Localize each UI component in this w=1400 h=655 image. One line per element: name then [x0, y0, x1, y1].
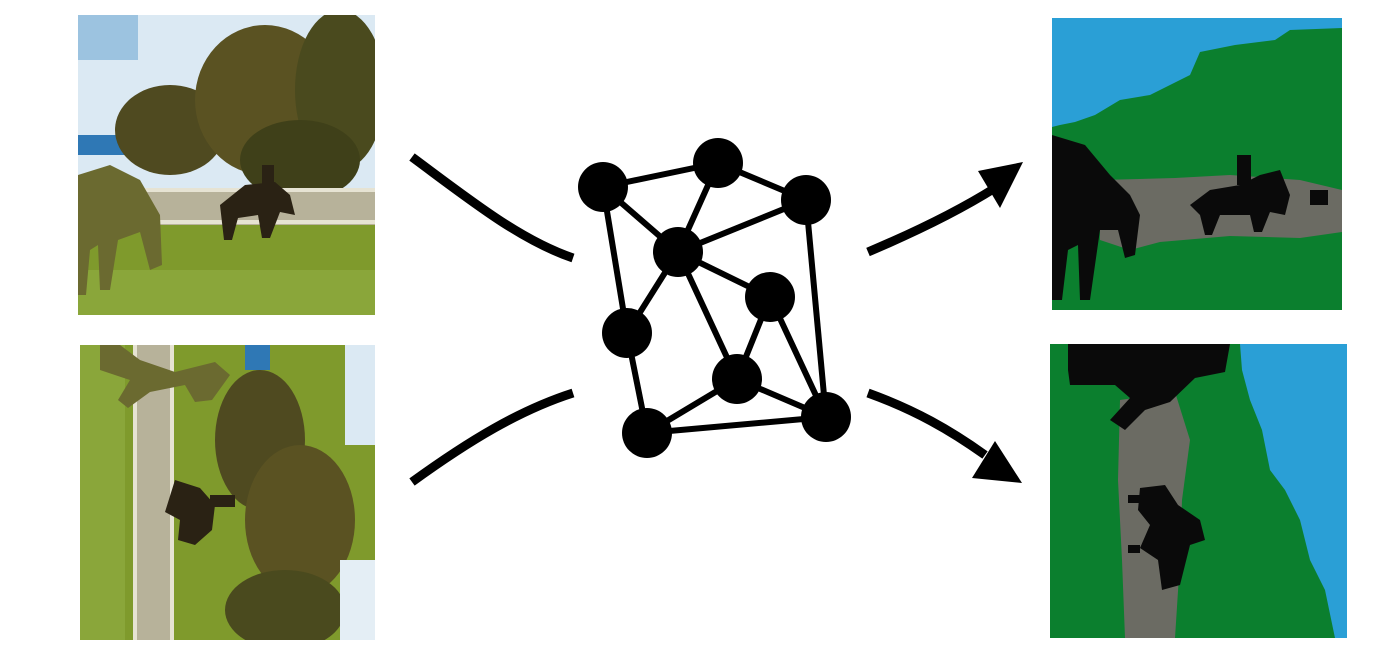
input-curve-top-icon [409, 153, 575, 263]
network-nodes [578, 138, 851, 458]
network-edge [803, 199, 829, 418]
output-arrow-bottom-icon [866, 388, 1022, 483]
network-node [745, 272, 795, 322]
network-node [712, 354, 762, 404]
output-segmentation-upright [1052, 18, 1342, 310]
network-node [578, 162, 628, 212]
network-node [801, 392, 851, 442]
input-curve-bottom-icon [409, 388, 575, 486]
input-photo-upright [78, 15, 375, 315]
network-node [602, 308, 652, 358]
network-node [622, 408, 672, 458]
network-edge [646, 414, 827, 436]
network-node [653, 227, 703, 277]
network-node [781, 175, 831, 225]
input-photo-rotated [80, 345, 375, 640]
network-graph-icon [578, 138, 851, 458]
network-node [693, 138, 743, 188]
output-arrow-top-icon [866, 162, 1023, 257]
output-segmentation-rotated [1050, 344, 1347, 638]
